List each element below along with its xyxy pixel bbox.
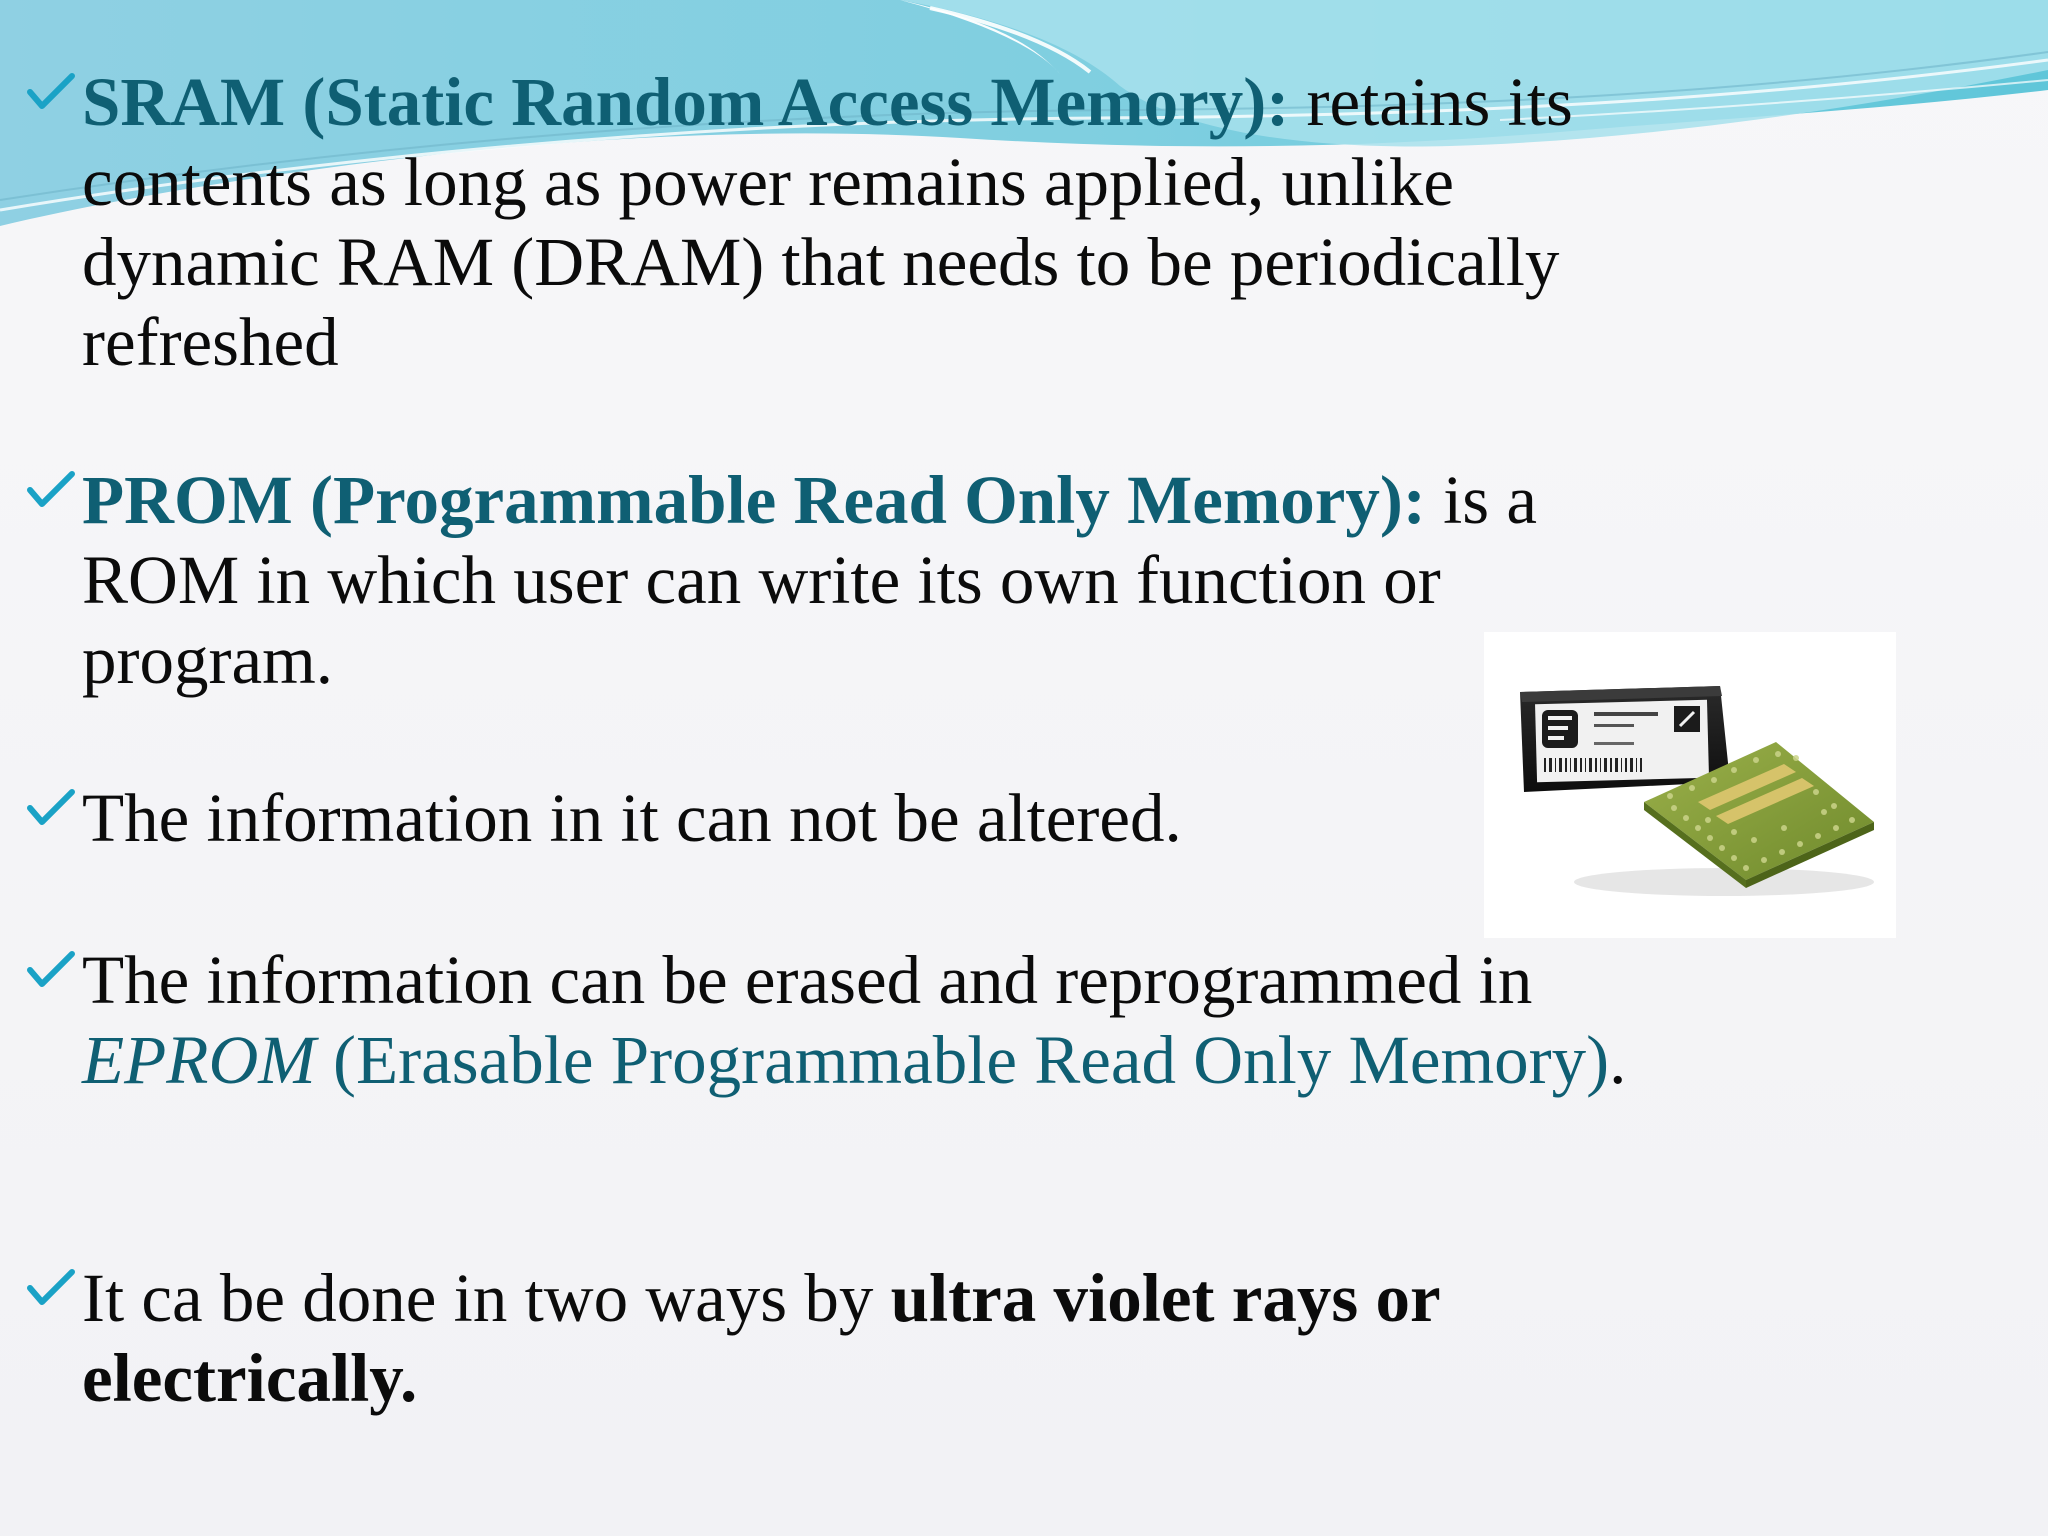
bullet-term: PROM (Programmable Read Only Memory): [82, 462, 1426, 538]
check-icon [27, 471, 75, 507]
eprom-term: EPROM [82, 1022, 316, 1098]
bullet-text: The information can be erased and reprog… [82, 940, 1682, 1100]
bullet-text: The information in it can not be altered… [82, 778, 1684, 858]
bullet-text: PROM (Programmable Read Only Memory): is… [82, 460, 1622, 700]
check-icon [27, 73, 75, 109]
memory-chip-photo [1484, 632, 1896, 938]
bullet-body: It ca be done in two ways by [82, 1260, 891, 1336]
bullet-body: is a ROM in which user can write its own… [82, 462, 1538, 698]
bullet-text: It ca be done in two ways by ultra viole… [82, 1258, 1642, 1418]
bullet-body: The information can be erased and reprog… [82, 942, 1533, 1018]
bullet-body: The information in it can not be altered… [82, 780, 1182, 856]
bullet-eprom: The information can be erased and reprog… [24, 940, 1684, 1100]
check-icon [27, 1269, 75, 1305]
bullet-end: . [1609, 1022, 1627, 1098]
bullet-body: retains its contents as long as power re… [82, 64, 1573, 380]
bullet-prom: PROM (Programmable Read Only Memory): is… [24, 460, 1684, 700]
header-wave-decoration [0, 0, 2048, 226]
bullet-strong: ultra violet rays or electrically. [82, 1260, 1440, 1416]
bullet-not-altered: The information in it can not be altered… [24, 778, 1684, 858]
bullet-sram: SRAM (Static Random Access Memory): reta… [24, 62, 1684, 382]
bullet-erase-methods: It ca be done in two ways by ultra viole… [24, 1258, 1684, 1418]
bullet-term: SRAM (Static Random Access Memory): [82, 64, 1290, 140]
eprom-expansion: (Erasable Programmable Read Only Memory) [315, 1022, 1610, 1098]
memory-chip-icon [1520, 686, 1874, 896]
check-icon [27, 789, 75, 825]
check-icon [27, 951, 75, 987]
bullet-text: SRAM (Static Random Access Memory): reta… [82, 62, 1684, 382]
